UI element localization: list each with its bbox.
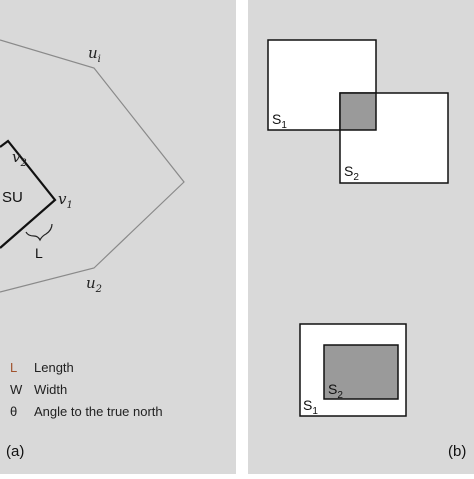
panel-b: S1 S2 S2 S1 bbox=[248, 0, 474, 474]
vertex-label-v-2: v2 bbox=[12, 148, 27, 169]
label-s1-top: S1 bbox=[272, 111, 287, 131]
polygon-boundary bbox=[0, 39, 185, 293]
sampling-unit-outline bbox=[0, 139, 57, 249]
panel-b-label: (b) bbox=[448, 443, 467, 460]
legend-row-width: W Width bbox=[10, 382, 67, 397]
legend-symbol: L bbox=[10, 360, 18, 375]
vertex-label-u-2: u2 bbox=[86, 274, 102, 295]
panel-a-label: (a) bbox=[6, 443, 25, 460]
legend-text: Width bbox=[34, 382, 68, 397]
vertex-label-v-1: v1 bbox=[58, 190, 73, 211]
overlap-region bbox=[339, 92, 377, 131]
label-s2-inner: S2 bbox=[328, 381, 343, 401]
length-brace bbox=[25, 223, 53, 242]
panel-a: ui u2 v1 v2 SU L L Length W Width θ Angl… bbox=[0, 0, 236, 474]
legend-symbol: W bbox=[10, 382, 23, 397]
length-label: L bbox=[35, 245, 43, 261]
square-s2-inner bbox=[323, 344, 399, 400]
panel-a-diagram: ui u2 v1 v2 SU L bbox=[0, 39, 185, 295]
legend-symbol: θ bbox=[10, 404, 18, 419]
legend-row-angle: θ Angle to the true north bbox=[10, 404, 163, 419]
label-s2-top: S2 bbox=[344, 163, 359, 183]
legend-text: Length bbox=[34, 360, 74, 375]
sampling-unit-label: SU bbox=[2, 189, 23, 206]
legend-text: Angle to the true north bbox=[34, 404, 163, 419]
legend-row-length: L Length bbox=[10, 360, 74, 375]
label-s1-outer: S1 bbox=[303, 397, 318, 417]
panel-b-diagram: S1 S2 S2 S1 bbox=[267, 39, 449, 417]
vertex-label-u-i: ui bbox=[88, 44, 101, 65]
